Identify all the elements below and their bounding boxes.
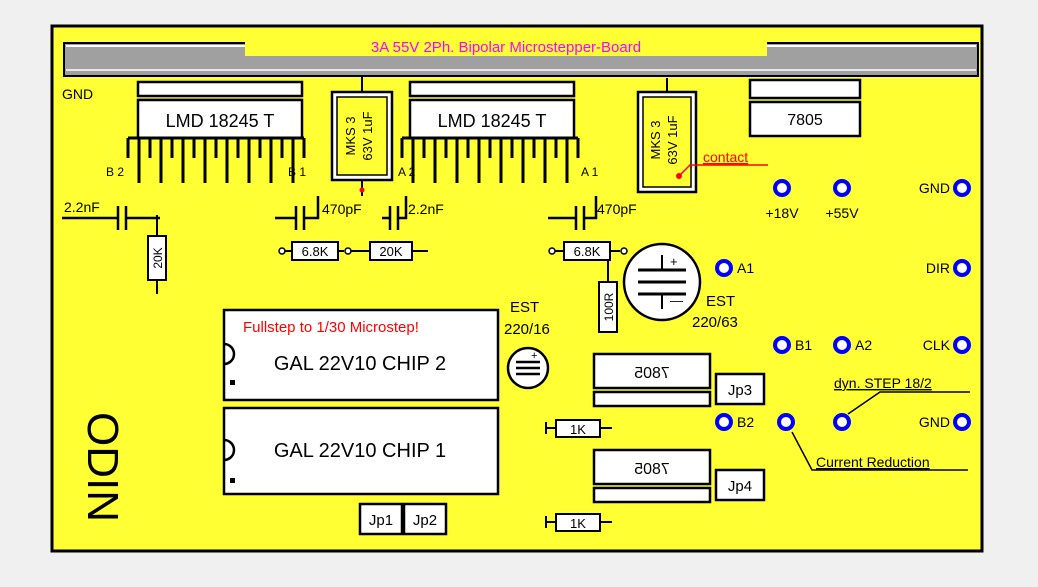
jumper-jp3-label: Jp3 (728, 382, 752, 399)
terminal-gnd-bottom-label: GND (919, 414, 950, 430)
resistor-6k8-mid-label: 6.8K (302, 244, 329, 259)
pin-b1-label: B 1 (288, 165, 306, 179)
jumper-jp2[interactable]: Jp2 (402, 502, 448, 536)
pin-a1-label: A 1 (581, 165, 599, 179)
est-small-label: EST (510, 299, 539, 316)
svg-text:+: + (670, 254, 678, 269)
terminal-clk[interactable]: CLK (923, 336, 971, 354)
dyn-step-label: dyn. STEP 18/2 (834, 375, 932, 391)
pin-b2-label: B 2 (106, 165, 124, 179)
current-reduction-pointer (791, 431, 968, 471)
terminal-gnd-top-label: GND (919, 180, 950, 196)
driver-chip-2-label: LMD 18245 T (438, 111, 547, 131)
jumper-jp1[interactable]: Jp1 (358, 502, 404, 536)
capacitor-est-small: EST 220/16 + (504, 299, 550, 390)
driver-chip-2-pins (400, 138, 580, 183)
resistor-20k-vertical-label: 20K (151, 247, 165, 268)
terminal-b1-label: B1 (795, 337, 812, 353)
capacitor-470p-mid: 470pF (275, 196, 362, 230)
mks-2-label-line2: 63V 1uF (665, 115, 680, 164)
capacitor-470p-right: 470pF (548, 196, 637, 230)
terminal-a1[interactable]: A1 (715, 259, 754, 277)
capacitor-2n2-mid: 2.2nF (382, 196, 444, 230)
terminal-plus55v[interactable]: +55V (825, 179, 859, 221)
terminal-a2-label: A2 (855, 337, 872, 353)
gal-chip-2-label: GAL 22V10 CHIP 2 (274, 353, 446, 375)
jumper-jp3[interactable]: Jp3 (714, 372, 766, 406)
terminal-plus18v[interactable]: +18V (765, 179, 799, 221)
title-banner (245, 36, 767, 56)
brand-odin: ODIN (78, 412, 127, 522)
mks-2-label-line1: MKS 3 (648, 120, 663, 159)
jumper-jp1-label: Jp1 (369, 512, 393, 529)
est-small-value: 220/16 (504, 321, 550, 338)
pad-current-reduction[interactable] (777, 413, 795, 431)
driver-chip-1-label: LMD 18245 T (166, 111, 275, 131)
terminal-a1-label: A1 (737, 260, 754, 276)
terminal-b1[interactable]: B1 (773, 336, 812, 354)
terminal-b2[interactable]: B2 (715, 413, 754, 431)
contact-pointer (680, 164, 768, 175)
regulator-top: 7805 (748, 78, 862, 138)
terminal-gnd-bottom[interactable]: GND (919, 413, 971, 431)
resistor-100r-label: 100R (602, 292, 616, 321)
terminal-clk-label: CLK (923, 337, 951, 353)
jumper-jp4-label: Jp4 (728, 478, 752, 495)
driver-chip-1-pins (126, 138, 306, 183)
driver-chip-1: LMD 18245 T (126, 80, 306, 183)
pin-a2-label: A 2 (398, 165, 416, 179)
gal-chip-note: Fullstep to 1/30 Microstep! (243, 319, 419, 336)
regulator-mid: 7805 (592, 352, 712, 408)
resistor-20k-mid-label: 20K (379, 244, 402, 259)
terminal-gnd-top[interactable]: GND (919, 179, 971, 197)
terminal-dir-label: DIR (926, 260, 950, 276)
resistor-1k-top-label: 1K (570, 422, 586, 437)
capacitor-2n2-left-label: 2.2nF (64, 199, 100, 215)
capacitor-est-large: + — EST 220/63 (622, 242, 738, 331)
est-large-value: 220/63 (692, 314, 738, 331)
gnd-top-label: GND (62, 86, 93, 102)
resistor-20k-vertical: 20K (147, 215, 167, 294)
resistor-1k-top: 1K (545, 419, 612, 438)
capacitor-470p-right-label: 470pF (597, 201, 637, 217)
capacitor-2n2-mid-label: 2.2nF (408, 201, 444, 217)
regulator-mid-label: 7805 (634, 365, 670, 382)
contact-label: contact (703, 149, 748, 165)
gal-chip-2: Fullstep to 1/30 Microstep! GAL 22V10 CH… (222, 308, 500, 402)
jumper-jp2-label: Jp2 (413, 512, 437, 529)
resistor-chain-right: 6.8K 100R (548, 241, 628, 333)
terminal-plus18v-label: +18V (765, 205, 799, 221)
current-reduction-label: Current Reduction (816, 454, 930, 470)
est-large-label: EST (706, 293, 735, 310)
terminal-plus55v-label: +55V (825, 205, 859, 221)
svg-text:+: + (531, 350, 537, 362)
jumper-jp4[interactable]: Jp4 (714, 468, 766, 502)
capacitor-2n2-left: 2.2nF (62, 199, 160, 230)
terminal-b2-label: B2 (737, 414, 754, 430)
regulator-bottom: 7805 (592, 448, 712, 504)
gal-chip-1: GAL 22V10 CHIP 1 (222, 406, 500, 496)
regulator-bottom-label: 7805 (634, 461, 670, 478)
resistor-chain-mid: 6.8K 20K (278, 241, 428, 261)
svg-text:—: — (670, 293, 683, 308)
mks-1-label-line2: 63V 1uF (360, 111, 375, 160)
resistor-1k-bottom: 1K (545, 513, 612, 532)
terminal-dir[interactable]: DIR (926, 259, 971, 277)
pad-dyn-step[interactable] (833, 413, 851, 431)
board-title: 3A 55V 2Ph. Bipolar Microstepper-Board (371, 39, 641, 56)
terminal-a2[interactable]: A2 (833, 336, 872, 354)
capacitor-470p-mid-label: 470pF (322, 201, 362, 217)
mks-capacitor-2: MKS 3 63V 1uF (636, 78, 698, 194)
regulator-top-label: 7805 (787, 112, 823, 129)
dyn-step-pointer (847, 391, 970, 415)
driver-chip-2: LMD 18245 T (400, 80, 580, 183)
resistor-6k8-right-label: 6.8K (574, 244, 601, 259)
resistor-1k-bottom-label: 1K (570, 516, 586, 531)
gal-chip-1-label: GAL 22V10 CHIP 1 (274, 440, 446, 462)
mks-1-label-line1: MKS 3 (343, 116, 358, 155)
mks-capacitor-1: MKS 3 63V 1uF (330, 76, 394, 196)
